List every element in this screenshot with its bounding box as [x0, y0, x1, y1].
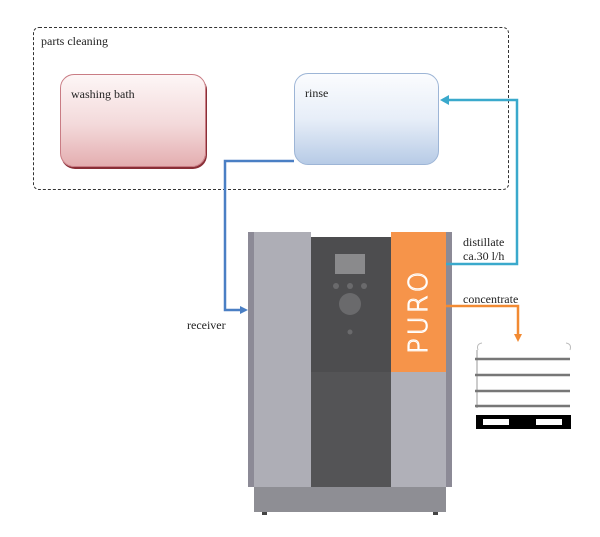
- concentrate-container: [475, 342, 571, 429]
- machine-left-edge: [248, 232, 254, 487]
- machine-right-lower-panel: [391, 372, 446, 487]
- receiver-flow: [223, 159, 294, 314]
- pallet-slot-left: [483, 419, 509, 425]
- distillate-line: [446, 98, 519, 266]
- machine-lower-door: [311, 372, 391, 487]
- indicator-light-1: [333, 283, 339, 289]
- control-knob: [339, 293, 361, 315]
- rinse-tank: rinse: [294, 73, 439, 165]
- concentrate-arrow-icon: [514, 334, 522, 342]
- parts-cleaning-group: [33, 27, 509, 190]
- display-screen: [335, 254, 365, 274]
- container-top-corners: [477, 342, 571, 351]
- distillate-rate-label: ca.30 l/h: [463, 249, 505, 263]
- indicator-light-3: [361, 283, 367, 289]
- parts-cleaning-label: parts cleaning: [41, 34, 108, 48]
- machine-base: [254, 487, 446, 512]
- machine-left-panel: [254, 232, 311, 487]
- power-button-dot: [347, 329, 353, 335]
- washing-bath-tank: washing bath: [60, 74, 206, 167]
- concentrate-line: [446, 304, 520, 336]
- pallet-slot-right: [536, 419, 562, 425]
- pallet: [476, 415, 571, 429]
- concentrate-flow: [446, 304, 522, 342]
- machine-foot-right: [433, 512, 438, 515]
- washing-bath-label: washing bath: [71, 87, 135, 101]
- distillate-label: distillate: [463, 235, 505, 249]
- distillate-flow: [440, 95, 519, 266]
- indicator-light-2: [347, 283, 353, 289]
- puro-orange-panel: [391, 232, 446, 372]
- puro-machine: PURO: [248, 232, 452, 515]
- receiver-line: [223, 159, 294, 312]
- receiver-arrow-icon: [240, 306, 248, 314]
- distillate-arrow-icon: [440, 95, 449, 105]
- rinse-label: rinse: [305, 86, 329, 100]
- receiver-label: receiver: [187, 318, 226, 332]
- puro-brand-text: PURO: [404, 269, 434, 354]
- concentrate-label: concentrate: [463, 292, 519, 306]
- machine-right-edge: [446, 232, 452, 487]
- machine-foot-left: [262, 512, 267, 515]
